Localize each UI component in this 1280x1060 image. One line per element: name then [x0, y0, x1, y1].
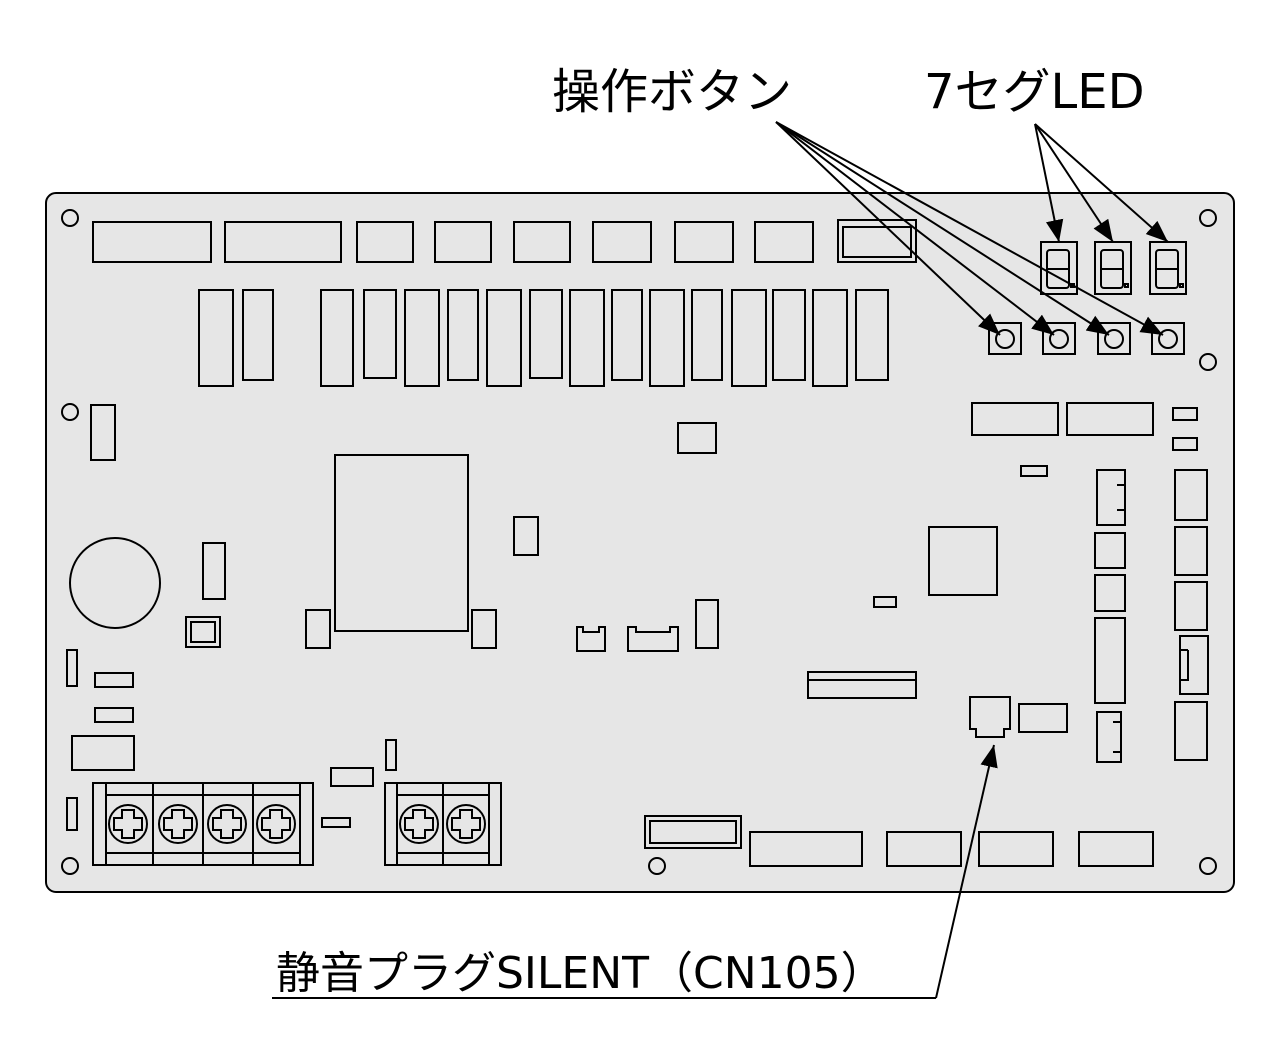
circuit-board	[45, 192, 1235, 893]
silent-plug-label: 静音プラグSILENT（CN105）	[276, 948, 885, 999]
operation-buttons	[988, 322, 1185, 355]
leader-line-silent	[272, 744, 998, 999]
leader-lines-leds	[1034, 123, 1169, 243]
seven-segment-led-label: 7セグLED	[924, 64, 1145, 120]
relays	[198, 289, 889, 387]
terminal-block-right	[384, 782, 502, 866]
top-connectors	[92, 219, 917, 263]
components	[66, 402, 1209, 867]
terminal-block-left	[92, 782, 314, 866]
seven-segment-leds	[1040, 241, 1187, 295]
leader-lines-buttons	[775, 121, 1164, 336]
silent-plug-connector-cn105	[969, 696, 1011, 738]
operation-buttons-label: 操作ボタン	[552, 64, 792, 120]
mounting-holes	[61, 209, 1217, 875]
